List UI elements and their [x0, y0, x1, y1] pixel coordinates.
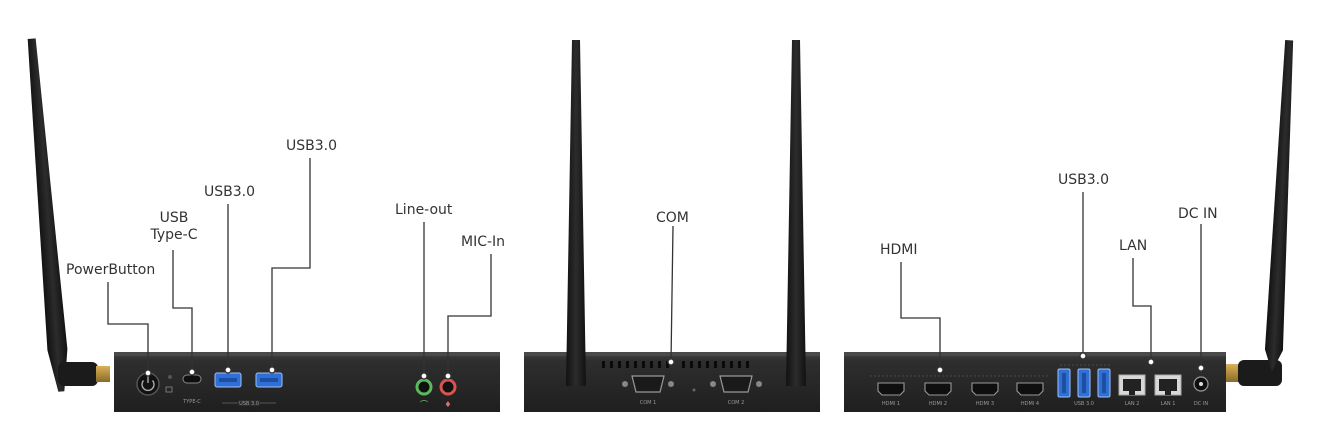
- dc-in-port-icon: [1193, 376, 1209, 392]
- usb30-rear-silkscreen: USB 3.0: [1074, 401, 1094, 407]
- rear-panel: HDMI 1 HDMI 2 HDMI 3 HDMI 4 USB 3.0 LAN …: [844, 40, 1294, 412]
- com-label: COM: [656, 210, 689, 226]
- headphone-icon: ⌒: [420, 400, 428, 409]
- front-chassis: [114, 352, 500, 412]
- vent-slots: [602, 361, 749, 368]
- hdmi2-port-icon: [924, 382, 952, 396]
- lan2-silkscreen: LAN 2: [1125, 401, 1140, 407]
- led-icon: [168, 375, 172, 379]
- hdmi3-port-icon: [971, 382, 999, 396]
- type-c-silkscreen: TYPE-C: [182, 399, 201, 405]
- com2-silkscreen: COM 2: [728, 400, 745, 406]
- usb30-rear-label: USB3.0: [1058, 172, 1110, 188]
- lan2-port-icon: [1118, 374, 1146, 396]
- hdmi2-silkscreen: HDMI 2: [929, 401, 947, 407]
- dc-in-label: DC IN: [1178, 206, 1218, 222]
- hdmi4-port-icon: [1016, 382, 1044, 396]
- mic-in-jack-icon: [439, 378, 457, 396]
- usb30-rear-ports-icon: [1057, 368, 1111, 398]
- lan-label: LAN: [1119, 238, 1148, 254]
- power-button-label: PowerButton: [66, 262, 156, 278]
- usb30-silkscreen: USB 3.0: [239, 401, 259, 407]
- hdd-icon: [165, 386, 173, 393]
- hdmi3-silkscreen: HDMI 3: [976, 401, 994, 407]
- com1-silkscreen: COM 1: [640, 400, 657, 406]
- front-panel: TYPE-C USB 3.0 ⌒ ♦: [27, 38, 500, 412]
- com1-port-icon: [622, 375, 674, 393]
- usb-type-c-port-icon: [182, 374, 202, 384]
- line-out-jack-icon: [415, 378, 433, 396]
- line-out-label: Line-out: [395, 202, 453, 218]
- lan1-port-icon: [1154, 374, 1182, 396]
- lan1-silkscreen: LAN 1: [1161, 401, 1176, 407]
- microphone-icon: ♦: [444, 400, 451, 409]
- usb-type-c-label-line1: USB: [159, 210, 189, 226]
- hdmi1-port-icon: [877, 382, 905, 396]
- antenna-left-icon: [27, 38, 110, 392]
- hdmi4-silkscreen: HDMI 4: [1021, 401, 1039, 407]
- com2-port-icon: [710, 375, 762, 393]
- middle-panel: COM 1 COM 2: [524, 40, 820, 412]
- usb-type-c-label-line2: Type-C: [150, 227, 198, 243]
- antenna-right-icon: [1226, 40, 1294, 386]
- mic-in-label: MIC-In: [461, 234, 506, 250]
- usb30-label-a: USB3.0: [204, 184, 256, 200]
- hdmi-label: HDMI: [880, 242, 918, 258]
- usb30-label-b: USB3.0: [286, 138, 338, 154]
- dc-in-silkscreen: DC IN: [1194, 401, 1208, 407]
- antenna-middle-right-icon: [786, 40, 806, 386]
- hdmi1-silkscreen: HDMI 1: [882, 401, 900, 407]
- antenna-middle-left-icon: [566, 40, 586, 386]
